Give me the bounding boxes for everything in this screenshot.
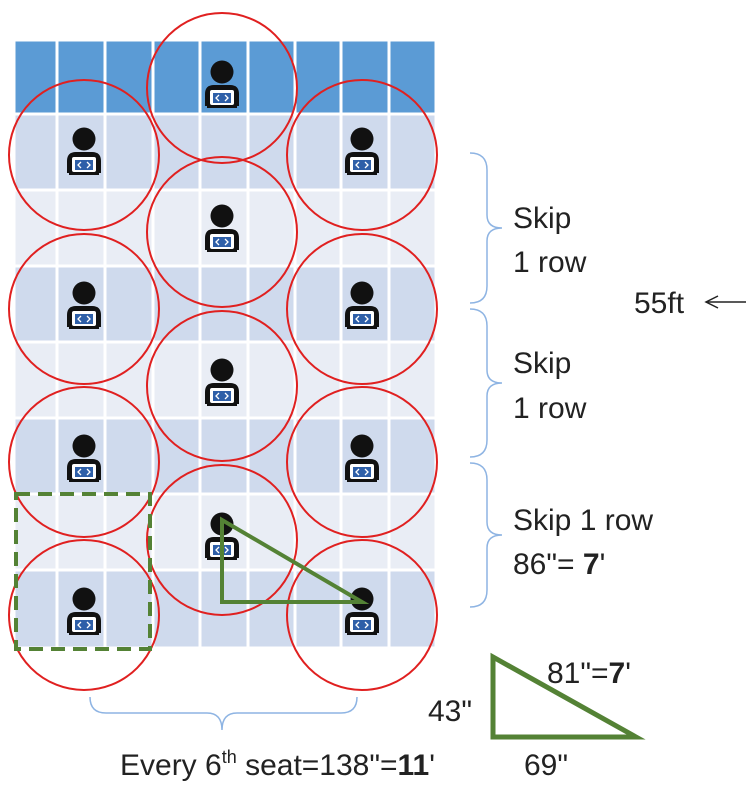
- seat: [296, 419, 340, 493]
- seat: [390, 343, 435, 417]
- seat: [106, 267, 152, 341]
- front-row-seat: [154, 41, 199, 113]
- seat: [15, 571, 56, 647]
- front-row-seat: [296, 41, 340, 113]
- reference-triangle: [490, 652, 646, 740]
- seat: [106, 115, 152, 189]
- seat: [154, 115, 199, 189]
- seat: [249, 343, 294, 417]
- hypotenuse-label: 81"=7': [547, 657, 631, 690]
- distance-circle: [8, 233, 160, 385]
- distance-triangle: [220, 516, 370, 604]
- skip-label-2-rows: 1 row: [513, 392, 587, 425]
- seat: [15, 495, 56, 569]
- distance-circle: [8, 79, 160, 231]
- distance-circle: [286, 79, 438, 231]
- seat: [390, 571, 435, 647]
- horizontal-leg-label: 69": [524, 749, 568, 782]
- seat: [296, 115, 340, 189]
- seat: [15, 267, 56, 341]
- distance-circle: [146, 12, 298, 164]
- front-row-seat: [106, 41, 152, 113]
- seat: [58, 495, 104, 569]
- seat: [390, 267, 435, 341]
- front-row-seat: [58, 41, 104, 113]
- seat: [154, 267, 199, 341]
- brace-skip-3: [469, 462, 503, 608]
- seat: [201, 419, 247, 493]
- length-arrow-head: [704, 295, 719, 309]
- seat: [15, 419, 56, 493]
- distance-circle: [286, 386, 438, 538]
- vertical-leg-label: 43": [428, 695, 472, 728]
- seat-grid: [15, 41, 435, 647]
- seat-spacing-label: Every 6th seat=138"=11': [120, 747, 435, 782]
- skip-label-3: Skip 1 row: [513, 504, 653, 537]
- seat: [249, 571, 294, 647]
- row-spacing-label: 86"= 7': [513, 548, 605, 581]
- skip-label-1: Skip: [513, 202, 571, 235]
- seat: [201, 191, 247, 265]
- distance-circle: [286, 539, 438, 691]
- brace-skip-1: [469, 152, 503, 304]
- distance-circle: [146, 156, 298, 308]
- front-row-seat: [390, 41, 435, 113]
- distance-circle: [8, 539, 160, 691]
- seat: [342, 343, 388, 417]
- seat-area-square: [14, 492, 152, 651]
- seat: [154, 495, 199, 569]
- front-row-seat: [342, 41, 388, 113]
- seat: [342, 495, 388, 569]
- total-length-label: 55ft: [634, 287, 685, 320]
- seat: [201, 115, 247, 189]
- brace-bottom: [89, 696, 358, 731]
- seat: [106, 191, 152, 265]
- seat: [296, 267, 340, 341]
- seat: [154, 191, 199, 265]
- distance-circles: [8, 12, 438, 691]
- distance-circle: [146, 310, 298, 462]
- seat: [106, 419, 152, 493]
- skip-label-2: Skip: [513, 347, 571, 380]
- seat: [15, 191, 56, 265]
- seat: [154, 343, 199, 417]
- distance-circle: [146, 464, 298, 616]
- skip-label-1-rows: 1 row: [513, 246, 587, 279]
- seat: [201, 267, 247, 341]
- seat: [106, 571, 152, 647]
- seat: [390, 495, 435, 569]
- brace-skip-2: [469, 308, 503, 458]
- seat: [58, 343, 104, 417]
- distance-circle: [286, 233, 438, 385]
- seat: [249, 191, 294, 265]
- front-row-seat: [249, 41, 294, 113]
- seat: [15, 115, 56, 189]
- seat: [106, 343, 152, 417]
- front-row-seat: [15, 41, 56, 113]
- seat: [390, 115, 435, 189]
- distance-circle: [8, 386, 160, 538]
- seat: [249, 419, 294, 493]
- seat: [390, 419, 435, 493]
